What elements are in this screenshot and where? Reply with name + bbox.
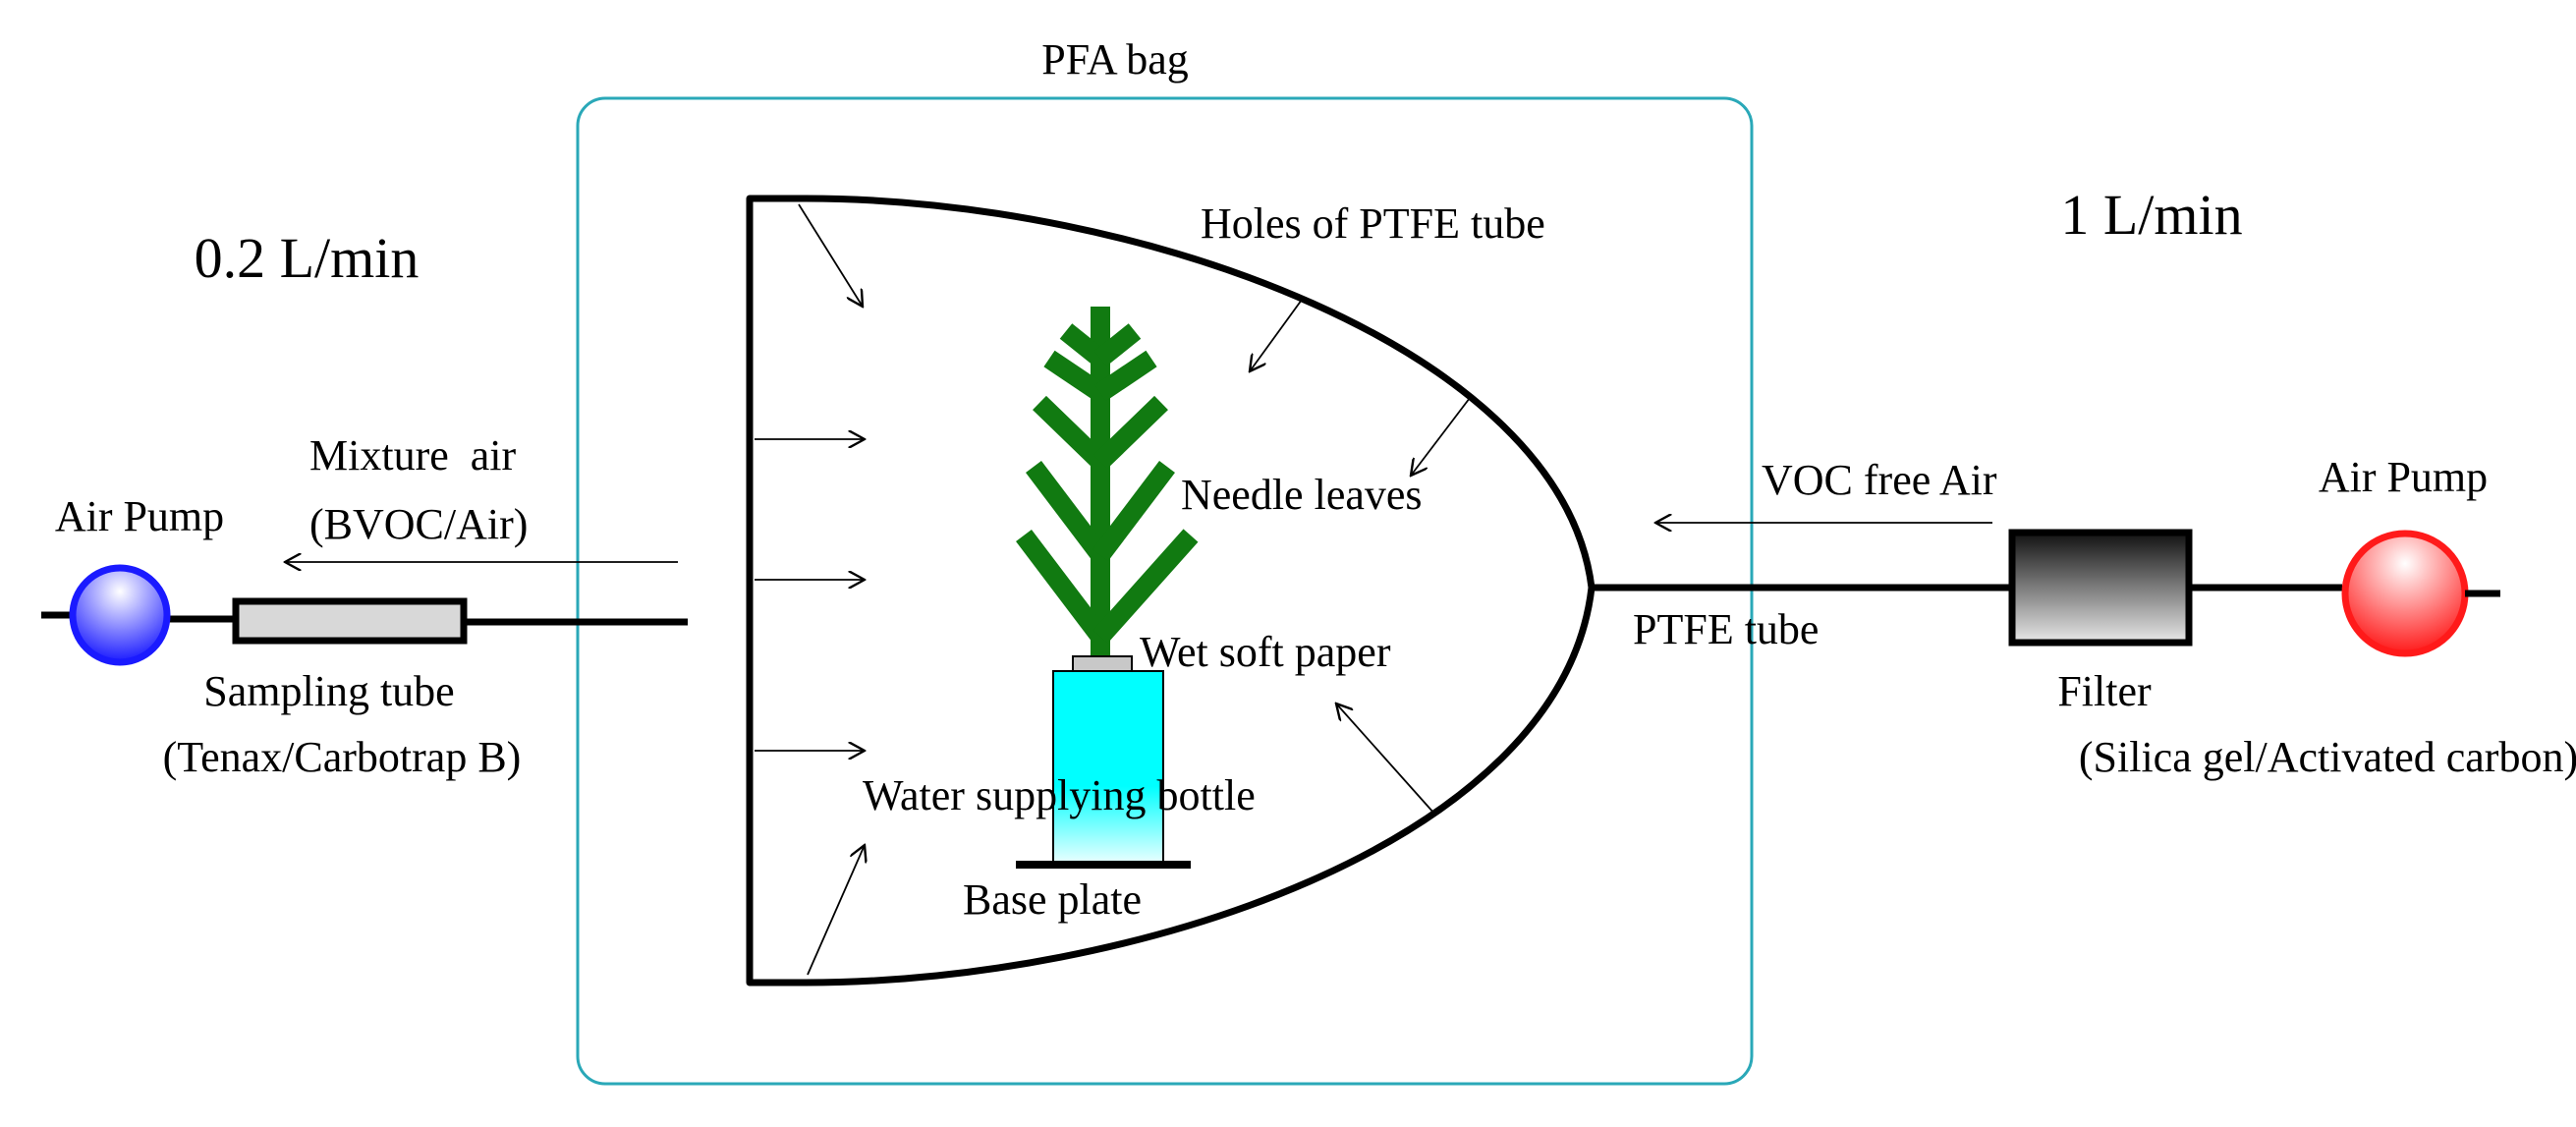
- mixture-air-label: Mixture air: [309, 431, 517, 479]
- water-supplying-bottle: [1052, 670, 1164, 864]
- filter-label: Filter: [2057, 667, 2152, 715]
- right-air-pump-label: Air Pump: [2319, 453, 2488, 501]
- right-air-pump-icon: [2341, 530, 2469, 657]
- holes-of-ptfe-tube-label: Holes of PTFE tube: [1201, 199, 1545, 248]
- left-air-pump-icon: [69, 564, 171, 666]
- chamber-outline: [746, 195, 1596, 986]
- needle-leaves-label: Needle leaves: [1181, 471, 1423, 519]
- water-bottle-label: Water supplying bottle: [863, 771, 1256, 819]
- mixture-air-detail-label: (BVOC/Air): [309, 500, 528, 548]
- left-air-pump-label: Air Pump: [55, 492, 224, 540]
- ptfe-tube-label: PTFE tube: [1633, 605, 1819, 653]
- wet-soft-paper: [1072, 655, 1133, 672]
- sampling-media-label: (Tenax/Carbotrap B): [163, 733, 522, 781]
- wet-soft-paper-label: Wet soft paper: [1140, 628, 1391, 676]
- needle-leaves-plant: [1016, 307, 1199, 656]
- airflow-arrows: [285, 203, 1992, 976]
- sampling-tube-label: Sampling tube: [203, 667, 454, 715]
- base-plate-label: Base plate: [963, 875, 1142, 924]
- sampling-tube: [232, 597, 468, 645]
- voc-free-air-label: VOC free Air: [1762, 456, 1997, 504]
- flow-rate-left: 0.2 L/min: [195, 226, 420, 290]
- filter: [2008, 529, 2193, 647]
- flow-rate-right: 1 L/min: [2060, 183, 2242, 247]
- pfa-bag-label: PFA bag: [1041, 35, 1189, 84]
- filter-media-label: (Silica gel/Activated carbon): [2079, 733, 2576, 781]
